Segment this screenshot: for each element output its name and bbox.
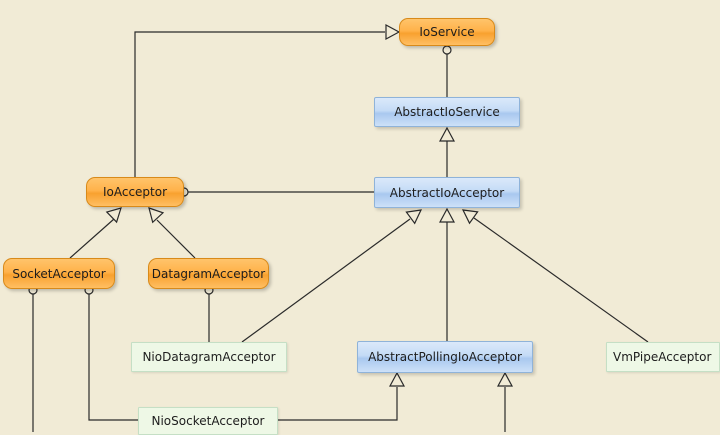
node-label: NioDatagramAcceptor bbox=[142, 350, 276, 364]
node-label: AbstractIoService bbox=[394, 105, 500, 119]
edge-socketacceptor-ioacceptor bbox=[69, 218, 115, 259]
node-socketacceptor[interactable]: SocketAcceptor bbox=[3, 258, 115, 289]
arrowhead bbox=[405, 209, 423, 225]
arrowhead bbox=[461, 209, 479, 225]
node-abstractioservice[interactable]: AbstractIoService bbox=[374, 97, 520, 127]
edge-niodatagramacceptor-abstractioacceptor bbox=[241, 218, 411, 343]
node-label: AbstractIoAcceptor bbox=[389, 185, 505, 200]
arrowhead bbox=[148, 207, 165, 224]
node-niosocketacceptor[interactable]: NioSocketAcceptor bbox=[138, 407, 278, 435]
node-label: DatagramAcceptor bbox=[151, 266, 266, 281]
node-label: IoAcceptor bbox=[102, 185, 168, 199]
arrowhead bbox=[388, 371, 406, 387]
node-label: NioSocketAcceptor bbox=[151, 414, 265, 428]
node-label: IoService bbox=[419, 25, 475, 39]
edge-ioacceptor-ioservice bbox=[134, 31, 385, 177]
node-datagramacceptor[interactable]: DatagramAcceptor bbox=[148, 258, 269, 289]
edge-vmpipeacceptor-abstractioacceptor bbox=[473, 217, 649, 343]
lollipop-dot bbox=[442, 45, 452, 55]
edge-niosocketacceptor-abstractpollingioacceptor bbox=[278, 387, 398, 421]
arrowhead bbox=[496, 371, 514, 387]
node-vmpipeacceptor[interactable]: VmPipeAcceptor bbox=[606, 342, 720, 372]
node-label: AbstractPollingIoAcceptor bbox=[368, 350, 522, 364]
node-abstractpollingioacceptor[interactable]: AbstractPollingIoAcceptor bbox=[357, 341, 533, 373]
arrowhead bbox=[105, 207, 122, 224]
node-ioacceptor[interactable]: IoAcceptor bbox=[86, 177, 184, 207]
node-ioservice[interactable]: IoService bbox=[399, 18, 495, 46]
arrowhead bbox=[438, 207, 456, 223]
edge-datagramacceptor-ioacceptor bbox=[156, 219, 196, 259]
arrowhead bbox=[385, 23, 401, 41]
node-niodatagramacceptor[interactable]: NioDatagramAcceptor bbox=[131, 342, 287, 372]
node-label: VmPipeAcceptor bbox=[613, 350, 712, 364]
node-abstractioacceptor[interactable]: AbstractIoAcceptor bbox=[374, 177, 520, 208]
edge-niosocketacceptor-socketacceptor bbox=[88, 294, 138, 421]
arrowhead bbox=[438, 126, 456, 142]
node-label: SocketAcceptor bbox=[12, 266, 106, 281]
